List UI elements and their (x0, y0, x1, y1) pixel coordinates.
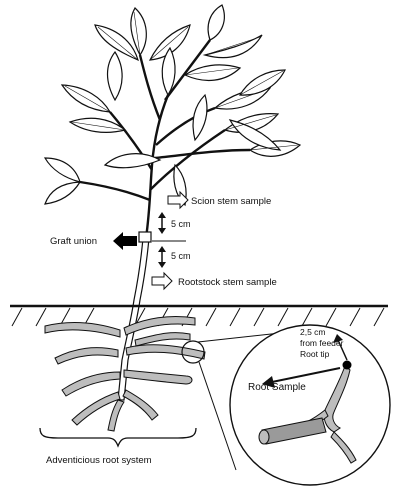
leaves (45, 5, 300, 205)
root-system-brace: Adventicious root system (40, 428, 196, 466)
lower-5cm-label: 5 cm (171, 251, 191, 261)
scion-stem-sample-label: Scion stem sample (191, 196, 271, 207)
root-zoom-detail: 2,5 cm from feeder Root tip Root Sample (230, 325, 390, 485)
arrow-down-icon (158, 228, 166, 234)
graft-arrow-icon (113, 232, 137, 250)
adventicious-root-system-label: Adventicious root system (46, 455, 152, 466)
arrow-up-icon (158, 212, 166, 218)
upper-5cm-label: 5 cm (171, 219, 191, 229)
arrow-up-icon (158, 246, 166, 252)
graft-union-label: Graft union (50, 236, 97, 247)
distance-line-2: from feeder (300, 338, 344, 348)
measure-upper: 5 cm (158, 212, 191, 234)
root-tip-dot (343, 361, 352, 370)
graft-union-mark (139, 232, 151, 242)
distance-line-3: Root tip (300, 349, 330, 359)
rootstock-stem-sample-label: Rootstock stem sample (178, 277, 277, 288)
arrow-down-icon (158, 262, 166, 268)
graft-union-annotation: Graft union (50, 232, 137, 250)
adventicious-roots (45, 316, 205, 431)
rootstock-arrow-icon (152, 273, 172, 289)
distance-line-1: 2,5 cm (300, 327, 326, 337)
rootstock-annotation: Rootstock stem sample (152, 273, 277, 289)
root-sample-label: Root Sample (248, 382, 306, 393)
measure-lower: 5 cm (158, 246, 191, 268)
